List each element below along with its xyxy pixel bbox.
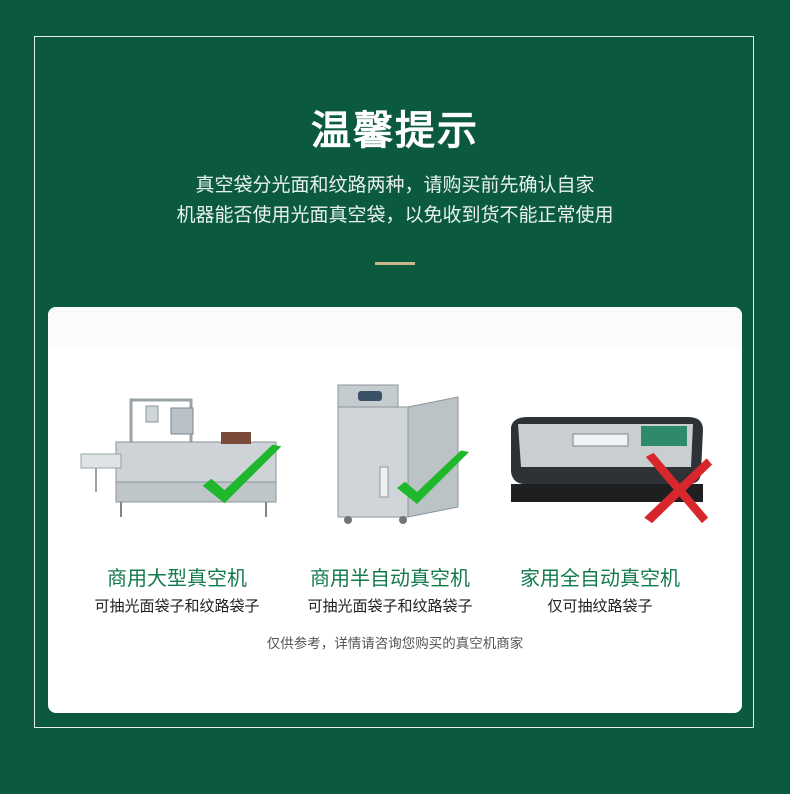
check-icon bbox=[202, 444, 282, 504]
commercial-large-vacuum-machine-image bbox=[80, 398, 277, 517]
title-divider bbox=[375, 262, 415, 265]
machine-name-commercial-semi-auto: 商用半自动真空机 bbox=[310, 566, 470, 590]
description-line-2: 机器能否使用光面真空袋，以免收到货不能正常使用 bbox=[176, 204, 614, 226]
machine-note-commercial-semi-auto: 可抽光面袋子和纹路袋子 bbox=[307, 597, 473, 615]
page-title: 温馨提示 bbox=[311, 108, 479, 154]
commercial-semi-auto-vacuum-machine-image bbox=[337, 384, 459, 524]
card-band bbox=[48, 307, 742, 347]
info-card: 商用大型真空机 可抽光面袋子和纹路袋子 商用半自动真空机 可抽光面袋子和纹路袋子… bbox=[48, 307, 742, 713]
machine-note-home-auto: 仅可抽纹路袋子 bbox=[547, 597, 653, 615]
border-frame bbox=[34, 36, 754, 728]
machine-name-home-auto: 家用全自动真空机 bbox=[520, 566, 680, 590]
cross-icon bbox=[644, 452, 713, 524]
check-icon bbox=[397, 450, 469, 504]
description-line-1: 真空袋分光面和纹路两种，请购买前先确认自家 bbox=[195, 174, 595, 196]
machine-note-commercial-large: 可抽光面袋子和纹路袋子 bbox=[94, 597, 260, 615]
footnote: 仅供参考，详情请咨询您购买的真空机商家 bbox=[266, 636, 524, 652]
machine-name-commercial-large: 商用大型真空机 bbox=[107, 566, 247, 590]
